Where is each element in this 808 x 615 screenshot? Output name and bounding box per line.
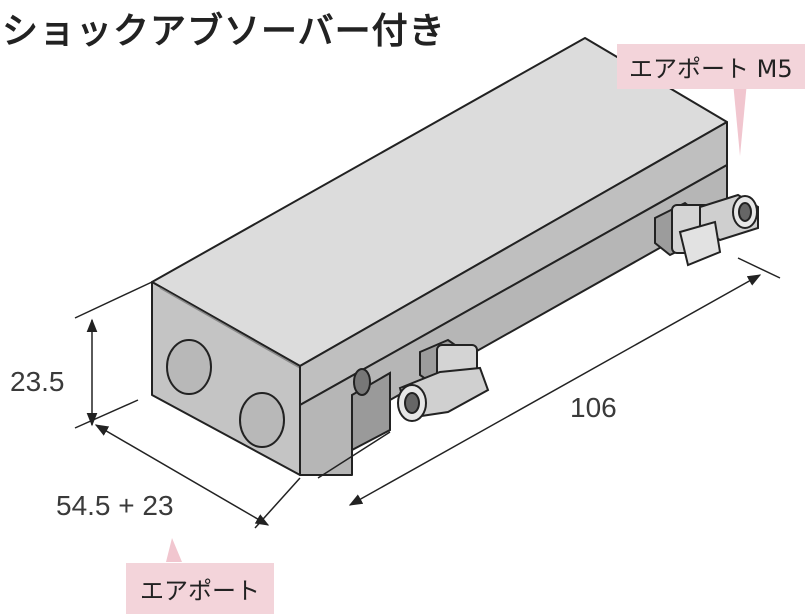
callout-pointer-air [166, 538, 182, 562]
length-dimension-label: 106 [570, 392, 617, 423]
end-hole-lower [239, 392, 285, 448]
dimension-lines [74, 257, 781, 529]
width-dimension-label: 54.5 + 23 [56, 490, 174, 521]
end-face-holes [166, 339, 285, 448]
callout-air-port-m5: エアポート M5 [617, 44, 805, 89]
page-title: ショックアブソーバー付き [2, 11, 446, 52]
callout-pointer-m5 [733, 82, 747, 156]
length-dimension-arrow [348, 274, 762, 506]
width-dimension-arrow [94, 424, 270, 526]
callout-air-port: エアポート [126, 563, 274, 614]
air-port-fitting-m5 [654, 193, 759, 267]
end-hole-upper [166, 339, 212, 395]
height-dimension-label: 23.5 [10, 366, 65, 397]
